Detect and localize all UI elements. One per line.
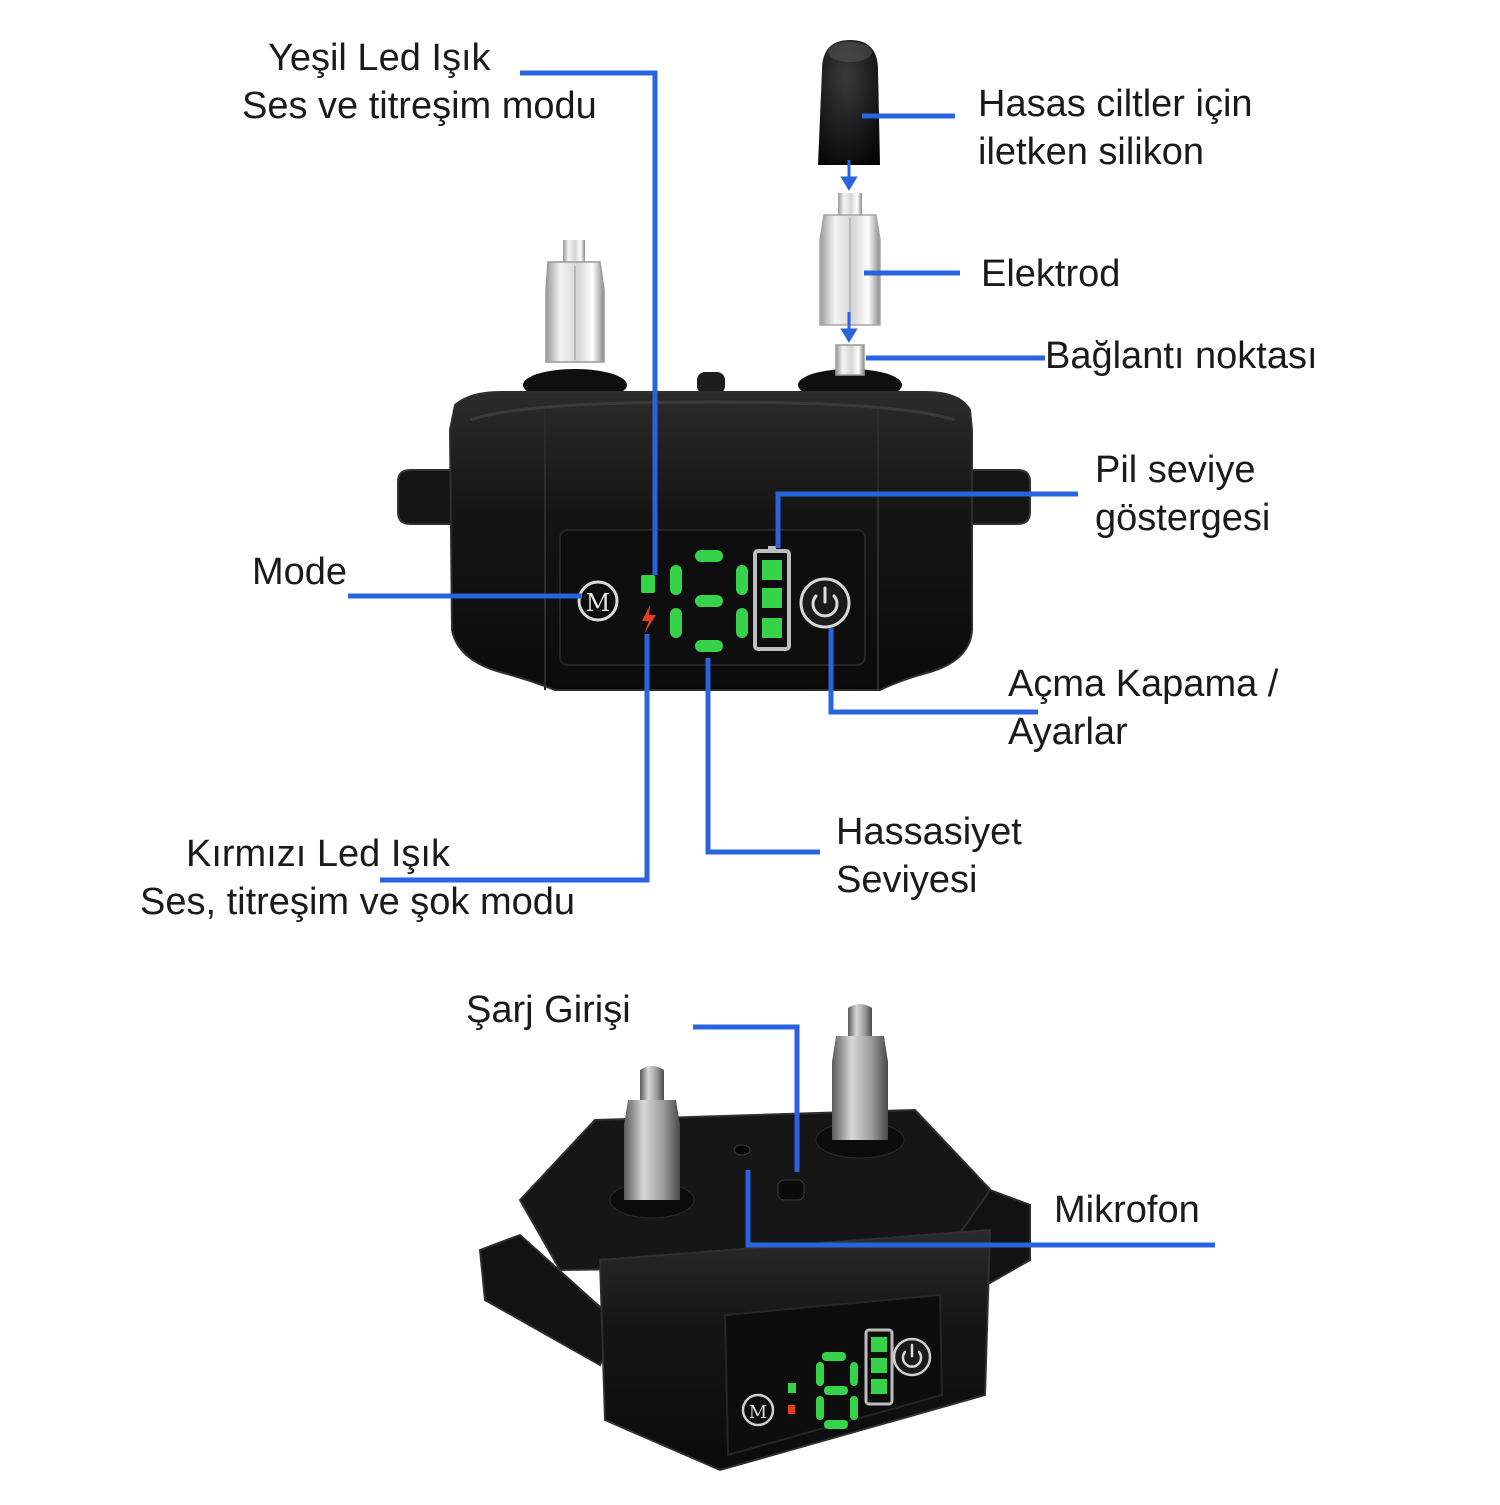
top-nub (697, 372, 725, 394)
display-segment (736, 565, 748, 595)
leader-red-led (380, 634, 650, 883)
green-led (641, 575, 655, 593)
power-button[interactable] (799, 577, 851, 629)
label-power-line1: Açma Kapama / (1008, 663, 1279, 705)
top-collar-unit (397, 240, 1031, 691)
display-segment (695, 595, 723, 607)
display-segment (736, 608, 748, 638)
leader-green-led (520, 70, 658, 575)
bottom-left-electrode (624, 1066, 680, 1200)
mode-button[interactable]: M (577, 580, 619, 622)
battery-bar (871, 1358, 887, 1373)
lightning-bolt-icon (642, 605, 656, 634)
label-battery: Pil seviye göstergesi (1095, 446, 1270, 542)
leader-sensitivity (705, 658, 820, 855)
leader-power (828, 628, 1038, 715)
label-green-led-title: Yeşil Led Işık (268, 37, 491, 79)
label-microphone: Mikrofon (1054, 1186, 1200, 1234)
label-power: Açma Kapama / Ayarlar (1008, 660, 1278, 756)
label-sensitivity: Hassasiyet Seviyesi (836, 808, 1022, 904)
label-silicone-line2: iletken silikon (978, 131, 1204, 173)
display-segment (695, 640, 723, 652)
bottom-sensitivity-display (816, 1352, 858, 1429)
battery-bar (762, 588, 782, 608)
battery-icon (753, 546, 791, 651)
display-segment (824, 1386, 848, 1395)
display-segment (670, 565, 682, 595)
display-segment (816, 1362, 824, 1386)
bottom-green-led (788, 1383, 796, 1393)
label-silicone: Hasas ciltler için iletken silikon (978, 80, 1253, 176)
label-connection-text: Bağlantı noktası (1045, 335, 1318, 377)
label-green-led-desc-wrap: Ses ve titreşim modu (242, 82, 597, 130)
bottom-right-electrode (832, 1004, 888, 1140)
leader-microphone (745, 1170, 1215, 1248)
label-battery-line1: Pil seviye (1095, 449, 1256, 491)
battery-bar (762, 618, 782, 638)
exploded-electrode (819, 193, 881, 326)
assembly-arrows (840, 160, 858, 343)
label-red-led-desc-wrap: Ses, titreşim ve şok modu (140, 878, 575, 926)
display-segment (670, 608, 682, 638)
label-microphone-text: Mikrofon (1054, 1189, 1200, 1231)
bottom-collar-unit: M (478, 1004, 1031, 1472)
bottom-power-button[interactable] (892, 1337, 932, 1377)
label-mode: Mode (252, 548, 347, 596)
label-green-led-desc: Ses ve titreşim modu (242, 85, 597, 127)
label-silicone-line1: Hasas ciltler için (978, 83, 1253, 125)
label-sensitivity-line1: Hassasiyet (836, 811, 1022, 853)
battery-bar (762, 560, 782, 580)
label-mode-text: Mode (252, 551, 348, 593)
label-red-led-title: Kırmızı Led Işık (186, 833, 450, 875)
label-sensitivity-line2: Seviyesi (836, 859, 978, 901)
label-red-led: Kırmızı Led Işık (186, 830, 450, 878)
label-red-led-desc: Ses, titreşim ve şok modu (140, 881, 576, 923)
label-electrode: Elektrod (981, 250, 1120, 298)
right-strap-loop (967, 469, 1031, 525)
label-green-led: Yeşil Led Işık (268, 34, 491, 82)
housing-rim (469, 400, 956, 422)
label-electrode-text: Elektrod (981, 253, 1121, 295)
label-battery-line2: göstergesi (1095, 497, 1271, 539)
bottom-mode-button[interactable]: M (741, 1393, 775, 1427)
label-charge-text: Şarj Girişi (466, 989, 631, 1031)
left-strap-loop (397, 469, 453, 525)
m-letter-button-icon: M (749, 1402, 767, 1423)
label-charge: Şarj Girişi (466, 986, 631, 1034)
display-segment (695, 550, 723, 562)
bottom-red-led (788, 1405, 795, 1414)
battery-bar (871, 1337, 887, 1352)
charge-port (777, 1179, 805, 1201)
display-segment (816, 1396, 824, 1420)
power-icon (811, 586, 839, 618)
display-segment (850, 1396, 858, 1420)
leader-lines (348, 70, 1215, 1248)
m-letter-button-icon: M (586, 589, 611, 617)
silicone-cap (818, 40, 880, 165)
label-connection: Bağlantı noktası (1045, 332, 1318, 380)
left-electrode (545, 240, 605, 363)
connection-point (835, 344, 865, 376)
sensitivity-display (670, 550, 748, 652)
display-segment (824, 1420, 848, 1429)
microphone-hole (733, 1144, 751, 1156)
leader-charge (693, 1024, 800, 1172)
battery-icon (864, 1328, 894, 1406)
power-icon (901, 1343, 923, 1368)
leader-battery (775, 491, 1078, 548)
label-power-line2: Ayarlar (1008, 711, 1128, 753)
battery-bar (871, 1379, 887, 1394)
display-segment (850, 1362, 858, 1386)
display-segment (822, 1352, 846, 1361)
